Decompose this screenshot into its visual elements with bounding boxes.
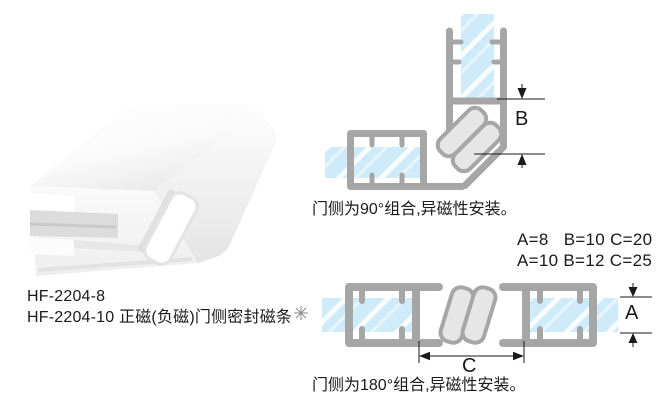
- product-description: 正磁(负磁)门侧密封磁条: [119, 309, 293, 326]
- profile-vertical: [446, 27, 507, 189]
- dimension-c-marks: [418, 341, 525, 363]
- model-number-line2: HF-2204-10 正磁(负磁)门侧密封磁条: [27, 307, 292, 328]
- sparkle-icon: [294, 306, 308, 320]
- dim-label-a: A: [625, 302, 639, 324]
- profile-180-left: [345, 283, 443, 347]
- dimension-a-marks: [620, 283, 652, 347]
- magnet-strips-180: [438, 285, 498, 345]
- model-number-line1: HF-2204-8: [27, 288, 106, 305]
- channel-lower-lip: [30, 238, 74, 256]
- product-top-face: [30, 104, 262, 191]
- glass-pane-vertical: [461, 14, 494, 99]
- product-3d-render: [29, 104, 277, 276]
- specs-line-1: A=8 B=10 C=20: [517, 230, 653, 249]
- diagram-180: [294, 283, 652, 363]
- product-magnet-strip: [138, 189, 199, 266]
- profile-horizontal: [347, 130, 466, 190]
- diagram-90: [325, 14, 545, 190]
- dim-label-c: C: [462, 355, 477, 377]
- profile-180-right: [499, 283, 597, 347]
- channel-upper-lip: [30, 193, 74, 212]
- channel-slot-shadow: [29, 222, 117, 229]
- dimension-b-marks: [474, 84, 545, 168]
- channel-inner-rib: [74, 240, 150, 252]
- specs-line-2: A=10 B=12 C=25: [517, 251, 653, 270]
- glass-pane-right: [530, 298, 618, 332]
- channel-slot: [30, 210, 118, 238]
- dim-label-b: B: [515, 108, 529, 130]
- model-number: HF-2204-10: [27, 309, 115, 326]
- caption-180: 门侧为180°组合,异磁性安装。: [312, 377, 526, 394]
- glass-pane-left: [322, 298, 412, 332]
- caption-90: 门侧为90°组合,异磁性安装。: [312, 201, 517, 218]
